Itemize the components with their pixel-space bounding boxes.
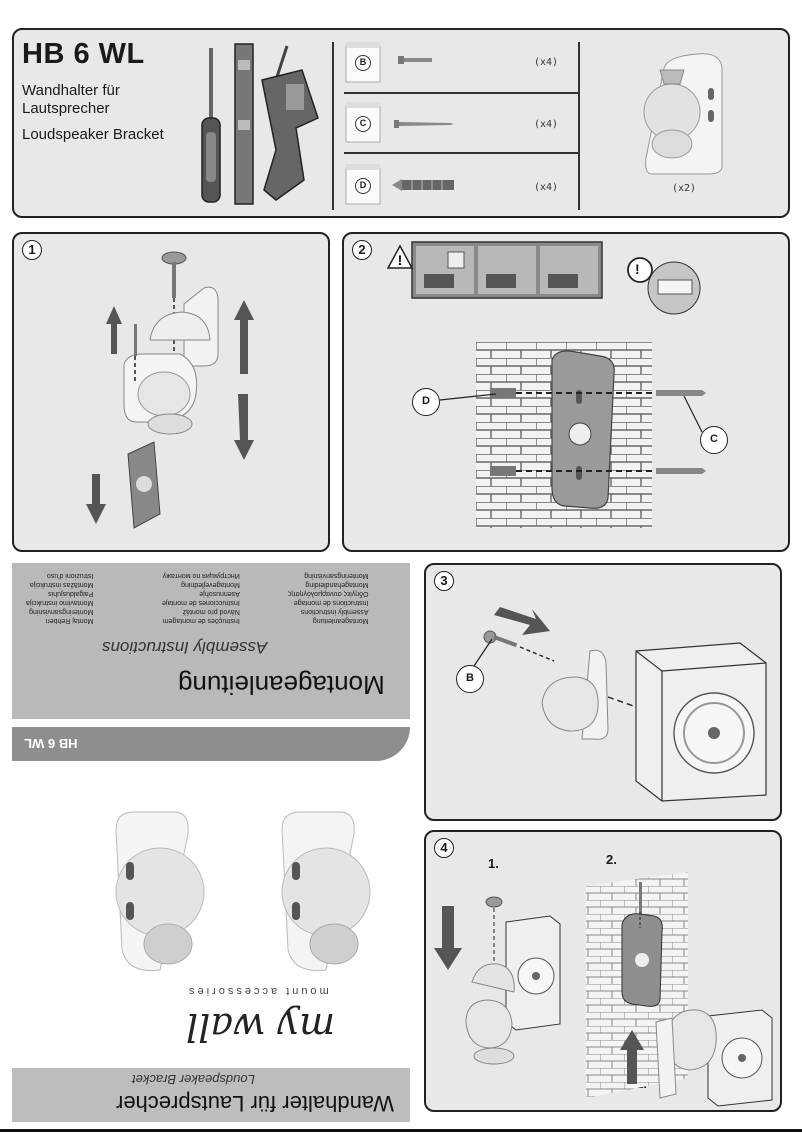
subtitle-german: Wandhalter für Lautsprecher <box>22 82 120 117</box>
page-bottom-rule <box>0 1129 802 1132</box>
step-1-illustration <box>86 251 254 529</box>
step-1-panel: 1 <box>12 232 330 552</box>
book-subtitle: Assembly Instructions <box>102 638 268 657</box>
divider <box>344 92 578 94</box>
cover-title: Wandhalter für Lautsprecher <box>116 1091 394 1116</box>
book-main-title: Montageanleitung <box>178 670 385 700</box>
brand-tagline: mount accessories <box>186 985 329 997</box>
languages-column-2: Instruções de montagem Návod pro montáž … <box>162 572 240 624</box>
brand-logo: my wall <box>186 1005 336 1049</box>
step-4-number: 4 <box>434 838 454 858</box>
step-4-illustration <box>434 872 773 1107</box>
wall-plug-icon <box>392 179 454 191</box>
callout-c: C <box>700 426 728 454</box>
part-qty-c: (x4) <box>534 119 559 130</box>
subtitle-english: Loudspeaker Bracket <box>22 126 164 143</box>
cover-subtitle: Loudspeaker Bracket <box>132 1072 255 1087</box>
parts-list-panel: HB 6 WL Wandhalter für Lautsprecher Loud… <box>12 28 790 218</box>
languages-column-3: Montaj Rehberi Monteringsanvisning Monta… <box>26 572 94 624</box>
step-2-panel: 2 ! ! <box>342 232 790 552</box>
product-title: HB 6 WL <box>22 38 145 70</box>
part-qty-b: (x4) <box>534 57 559 68</box>
divider <box>332 42 334 210</box>
step-4-substep-2: 2. <box>606 852 617 867</box>
warning-mark: ! <box>635 261 640 277</box>
divider <box>344 152 578 154</box>
divider <box>578 42 580 210</box>
machine-screw-icon <box>398 56 432 64</box>
model-band: HB 6 WL <box>12 727 410 761</box>
cover-title-band: Loudspeaker Bracket Wandhalter für Lauts… <box>12 1068 410 1122</box>
svg-text:!: ! <box>398 252 403 268</box>
tools-illustration <box>201 43 319 205</box>
step-4-panel: 4 1. 2. 1. <box>424 830 782 1112</box>
callout-b-line <box>471 638 493 670</box>
callout-b: B <box>456 665 484 693</box>
step-3-panel: 3 B <box>424 563 782 821</box>
callout-lines <box>439 393 703 433</box>
spirit-level-tip <box>627 257 701 315</box>
step-4-substep-1a: 1. <box>488 856 499 871</box>
drilling-warning-strip: ! <box>386 241 603 299</box>
brick-wall-illustration <box>476 342 652 528</box>
step-1-number: 1 <box>22 240 42 260</box>
languages-column-1: Montageanleitung Assembly instructions I… <box>288 572 369 624</box>
step-3-illustration <box>483 607 767 802</box>
part-qty-d: (x4) <box>534 182 559 193</box>
spirit-level-icon <box>234 43 254 205</box>
languages-block: Montaj Rehberi Monteringsanvisning Monta… <box>12 563 410 719</box>
drill-icon <box>261 45 319 201</box>
callout-d: D <box>412 388 440 416</box>
band-model-text: HB 6 WL <box>24 736 78 751</box>
wood-screw-icon <box>394 120 454 128</box>
screwdriver-icon <box>201 48 221 203</box>
product-photo <box>115 811 371 972</box>
bracket-qty: (x2) <box>672 183 697 194</box>
part-label-b: B <box>355 55 371 71</box>
part-label-d: D <box>355 178 371 194</box>
plugs-and-screws <box>490 388 706 476</box>
step-2-number: 2 <box>352 240 372 260</box>
step-3-number: 3 <box>434 571 454 591</box>
bracket-illustration <box>643 53 723 175</box>
part-label-c: C <box>355 116 371 132</box>
